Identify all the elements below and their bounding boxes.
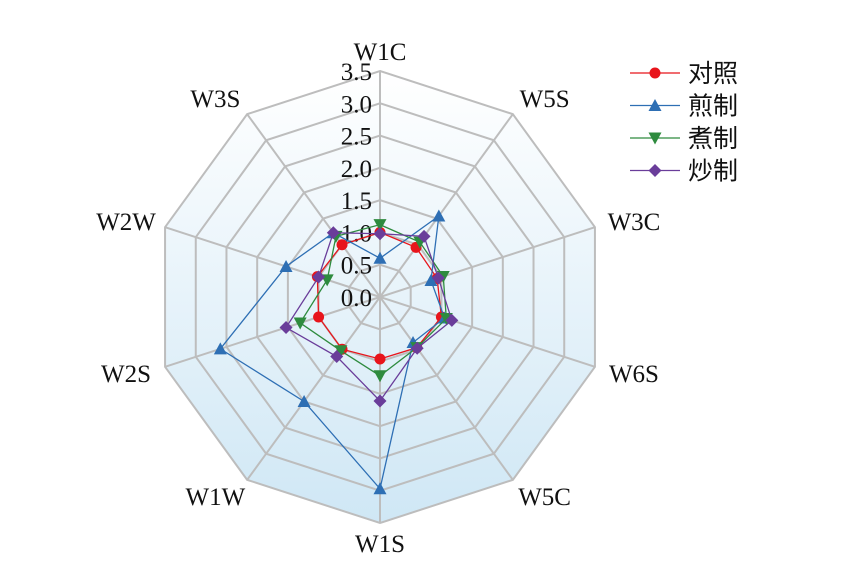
tick-label: 2.5 [341,124,372,151]
data-point [432,209,446,222]
data-point [326,226,340,240]
axis-label-w5c: W5C [518,484,571,511]
axis-label-w5s: W5S [520,86,570,113]
data-point [279,259,293,272]
legend-marker [648,164,662,177]
axis-spoke [379,226,596,298]
axis-label-w3s: W3S [190,86,240,113]
axis-labels: W1C W5S W3C W6S W5C W1S W1W W2S W2W W3S [96,39,660,558]
radar-grid [164,69,596,525]
axis-spoke [379,296,596,368]
axis-label-w1w: W1W [186,484,246,511]
axis-label-w6s: W6S [609,361,659,388]
axis-spoke [379,296,514,481]
legend-label: 对照 [688,60,738,88]
tick-label: 0.0 [341,285,372,312]
axis-spoke [164,226,381,298]
data-point [439,313,453,326]
legend-item: 煎制 [630,93,738,121]
tick-label: 2.0 [341,156,372,183]
data-point [373,251,387,264]
data-point [373,394,387,408]
data-point [213,342,227,355]
data-point [424,273,438,286]
data-point [334,345,348,358]
data-point [279,321,293,335]
axis-spoke [164,296,381,368]
tick-label: 1.5 [341,188,372,215]
tick-label: 0.5 [341,253,372,280]
tick-label: 3.0 [341,91,372,118]
axis-label-w1s: W1S [355,531,405,558]
axis-spoke [379,113,514,298]
legend-label: 炒制 [688,158,738,186]
data-point [293,317,307,330]
data-point [410,341,424,355]
axis-label-w3c: W3C [608,209,661,236]
legend-item: 煮制 [630,125,738,153]
legend-marker [648,132,662,145]
legend-item: 对照 [630,60,738,88]
axis-label-w1c: W1C [354,39,407,66]
legend-marker [648,99,662,111]
legend-label: 煮制 [688,125,738,153]
legend-label: 煎制 [688,93,738,121]
data-point [312,270,326,284]
data-point [373,482,387,495]
data-point [417,229,431,243]
data-point [313,311,325,323]
data-point [336,239,348,251]
tick-labels: 0.00.51.01.52.02.53.03.5 [341,59,372,312]
axis-spoke [246,296,381,481]
data-point [373,227,387,241]
tick-label: 3.5 [341,59,372,86]
legend-item: 炒制 [630,158,738,186]
series-3 [279,226,459,408]
axis-label-w2w: W2W [96,209,156,236]
series-group [213,209,459,495]
data-point [330,350,344,364]
data-point [431,271,445,285]
axis-label-w2s: W2S [101,361,151,388]
axis-spoke [246,113,381,298]
data-point [373,370,387,383]
legend-marker [649,67,661,79]
data-point [373,219,387,232]
data-point [445,313,459,327]
data-point [374,353,386,365]
data-point [297,394,311,407]
